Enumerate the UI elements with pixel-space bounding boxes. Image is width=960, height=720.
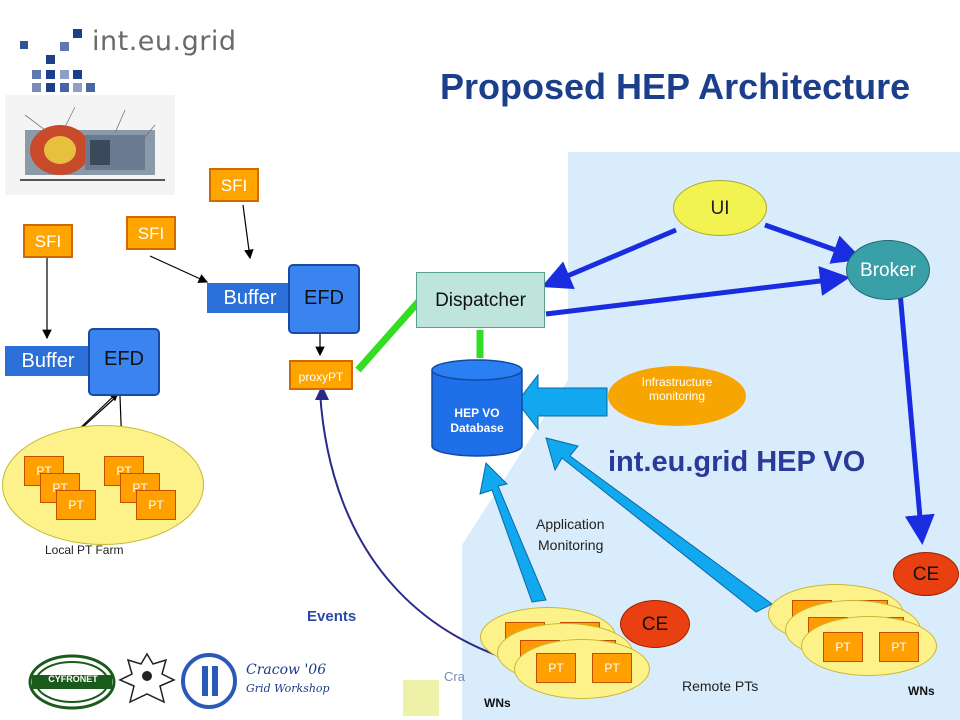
cyfronet-label: CYFRONET — [48, 674, 98, 684]
ifj-label: ifj — [195, 674, 196, 675]
buffer-left: Buffer — [5, 346, 91, 376]
pt-box: PT — [592, 653, 632, 683]
app-monitoring-label-1: Application — [536, 516, 605, 532]
pt-box: PT — [56, 490, 96, 520]
ce-bottom: CE — [620, 600, 690, 648]
pt-box: PT — [879, 632, 919, 662]
events-label: Events — [307, 608, 357, 625]
database-label-2: Database — [450, 421, 504, 435]
pt-box: PT — [823, 632, 863, 662]
eagle-emblem-icon — [118, 652, 176, 704]
sfi-box-left: SFI — [23, 224, 73, 258]
pt-box: PT — [536, 653, 576, 683]
cyfronet-logo-icon — [28, 654, 116, 710]
sfi-box-top: SFI — [209, 168, 259, 202]
infra-label-1: Infrastructure — [641, 375, 713, 389]
infra-label-2: monitoring — [648, 389, 706, 403]
wns-label-left: WNs — [484, 696, 511, 710]
proxypt-box: proxyPT — [289, 360, 353, 390]
logo-text: int.eu.grid — [92, 26, 237, 57]
ifj-logo-icon — [181, 653, 237, 709]
app-monitoring-label-2: Monitoring — [538, 537, 604, 553]
database-label-1: HEP VO — [454, 406, 500, 420]
int-eu-grid-logo-icon — [20, 29, 95, 92]
sfi-box-mid: SFI — [126, 216, 176, 250]
page-title: Proposed HEP Architecture — [440, 66, 911, 107]
wns-label-right: WNs — [908, 684, 935, 698]
efd-left: EFD — [88, 328, 160, 396]
remote-pts-label: Remote PTs — [682, 678, 759, 694]
efd-mid: EFD — [288, 264, 360, 334]
dispatcher-box: Dispatcher — [416, 272, 545, 328]
buffer-mid: Buffer — [207, 283, 293, 313]
footer-square — [403, 680, 439, 716]
infrastructure-monitoring: Infrastructure monitoring — [608, 366, 746, 426]
detector-image — [5, 95, 175, 195]
pt-box: PT — [136, 490, 176, 520]
ce-right: CE — [893, 552, 959, 596]
database-cylinder-icon — [431, 359, 523, 457]
local-pt-farm-label: Local PT Farm — [45, 543, 124, 557]
broker-node: Broker — [846, 240, 930, 300]
cracow-logo-line1: Cracow '06 — [246, 662, 327, 678]
cracow-logo-line2: Grid Workshop — [246, 682, 330, 695]
footer-cracow-text: Cra — [444, 669, 465, 684]
ui-node: UI — [673, 180, 767, 236]
vo-title: int.eu.grid HEP VO — [608, 446, 866, 478]
cracow-workshop-logo: Cracow '06 Grid Workshop — [246, 662, 340, 710]
